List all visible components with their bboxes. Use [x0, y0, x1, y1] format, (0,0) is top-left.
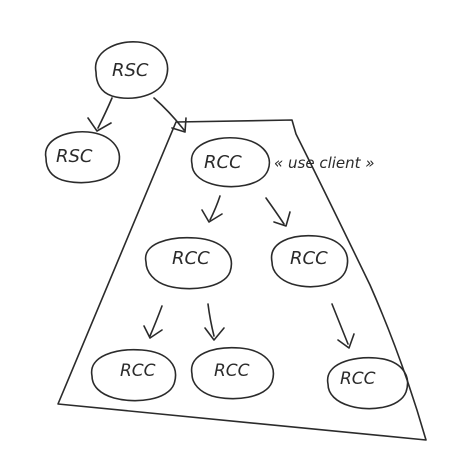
node-label: RCC — [172, 248, 210, 269]
node-label: RCC — [340, 369, 376, 389]
node-label: RCC — [214, 361, 250, 381]
node-server-child-rsc: RSC — [44, 130, 121, 184]
arrow-mid-left-to-leaf-1 — [143, 305, 163, 339]
node-label: RCC — [120, 361, 156, 381]
arrow-mid-left-to-leaf-2 — [204, 303, 225, 341]
arrow-client-root-to-mid-right — [265, 197, 291, 227]
use-client-annotation: « use client » — [274, 154, 375, 172]
node-label: RSC — [56, 146, 93, 167]
node-client-leaf-1-rcc: RCC — [91, 348, 177, 402]
node-client-leaf-3-rcc: RCC — [327, 356, 409, 410]
node-label: RCC — [290, 248, 328, 269]
arrow-mid-right-to-leaf-3 — [331, 303, 355, 349]
node-client-root-rcc: RCC — [190, 136, 271, 188]
arrow-root-to-client-root — [153, 97, 187, 133]
node-root-rsc: RSC — [94, 41, 169, 100]
arrow-root-to-server-child — [87, 97, 113, 132]
node-label: RCC — [204, 152, 242, 173]
node-client-mid-right-rcc: RCC — [270, 234, 349, 288]
node-label: RSC — [112, 60, 149, 81]
client-boundary — [57, 119, 427, 441]
arrow-client-root-to-mid-left — [201, 195, 223, 223]
node-client-leaf-2-rcc: RCC — [190, 346, 275, 400]
node-client-mid-left-rcc: RCC — [144, 236, 233, 290]
